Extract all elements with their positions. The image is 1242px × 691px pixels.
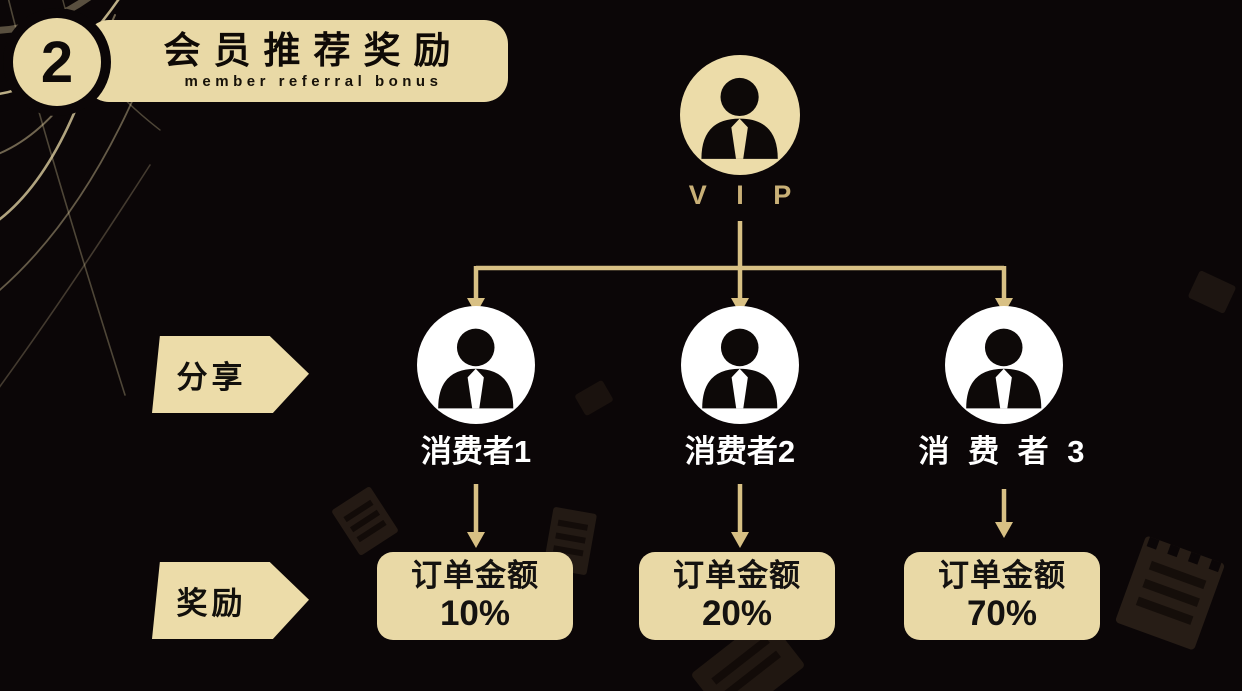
vip-label: V I P	[688, 180, 803, 210]
ticket-icon	[1188, 270, 1236, 314]
vip-node	[680, 55, 800, 175]
consumer2-node	[681, 306, 799, 424]
reward-box-consumer2: 订单金额 20%	[639, 552, 835, 640]
reward-box-title: 订单金额	[411, 558, 539, 594]
person-icon	[966, 328, 1042, 408]
consumer3-label: 消 费 者 3	[918, 434, 1090, 469]
consumer1-label: 消费者1	[420, 434, 532, 469]
consumer3-node	[945, 306, 1063, 424]
ticket-icon	[575, 380, 613, 416]
consumer1-node	[417, 306, 535, 424]
reward-box-percent: 20%	[701, 593, 773, 633]
reward-box-percent: 70%	[966, 593, 1038, 633]
consumer2-label: 消费者2	[684, 434, 796, 469]
share-pennant: 分享	[152, 336, 309, 413]
person-icon	[701, 77, 779, 159]
reward-box-consumer1: 订单金额 10%	[377, 552, 573, 640]
section-subtitle: member referral bonus	[184, 73, 443, 91]
person-icon	[702, 328, 778, 408]
section-number-badge: 2	[13, 18, 101, 106]
section-title: 会员推荐奖励	[163, 29, 464, 71]
section-title-banner: 会员推荐奖励 member referral bonus	[85, 20, 508, 102]
reward-box-percent: 10%	[439, 593, 511, 633]
reward-pennant: 奖励	[152, 562, 309, 639]
ticket-icon	[1115, 536, 1225, 650]
reward-box-title: 订单金额	[673, 558, 801, 594]
person-icon	[438, 328, 514, 408]
reward-box-consumer3: 订单金额 70%	[904, 552, 1100, 640]
reward-box-title: 订单金额	[938, 558, 1066, 594]
ticket-icon	[332, 486, 398, 556]
